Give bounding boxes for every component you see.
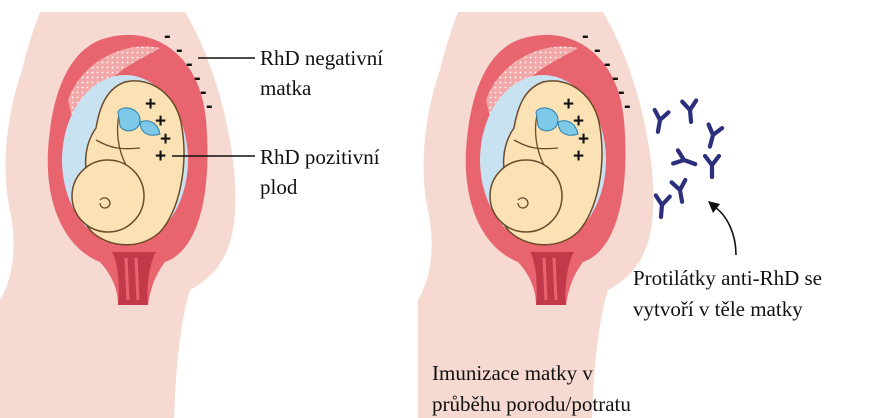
arrow-icon bbox=[708, 201, 736, 255]
negative-sign: - bbox=[186, 53, 193, 75]
negative-sign: - bbox=[604, 53, 611, 75]
antibodies-label-line2: vytvoří v těle matky bbox=[633, 297, 803, 321]
antibody-y-icon bbox=[673, 150, 698, 170]
negative-sign: - bbox=[176, 39, 183, 61]
negative-sign: - bbox=[624, 95, 631, 117]
left-mother-illustration: - - - - - - + + + + bbox=[0, 12, 255, 418]
antibodies-label-line1: Protilátky anti-RhD se bbox=[633, 266, 822, 290]
antibody-y-icon bbox=[651, 110, 668, 133]
right-mother-illustration: - - - - - - + + + + bbox=[418, 12, 653, 418]
caption-line1: Imunizace matky v bbox=[432, 361, 593, 385]
negative-sign: - bbox=[206, 95, 213, 117]
positive-sign: + bbox=[155, 146, 166, 167]
negative-sign: - bbox=[164, 25, 171, 47]
positive-sign: + bbox=[573, 146, 584, 167]
antibody-y-icon bbox=[654, 195, 670, 217]
mother-label-line2: matka bbox=[260, 76, 312, 100]
antibody-y-icon bbox=[705, 156, 719, 177]
mother-label-line1: RhD negativní bbox=[260, 46, 383, 70]
negative-sign: - bbox=[582, 25, 589, 47]
antibodies-cluster bbox=[651, 100, 722, 217]
antibody-y-icon bbox=[703, 124, 722, 148]
fetus-label-line2: plod bbox=[260, 175, 298, 199]
antibody-y-icon bbox=[682, 100, 698, 122]
negative-sign: - bbox=[594, 39, 601, 61]
antibody-y-icon bbox=[672, 180, 689, 203]
caption-line2: průběhu porodu/potratu bbox=[432, 392, 631, 416]
fetus-label-line1: RhD pozitivní bbox=[260, 145, 380, 169]
